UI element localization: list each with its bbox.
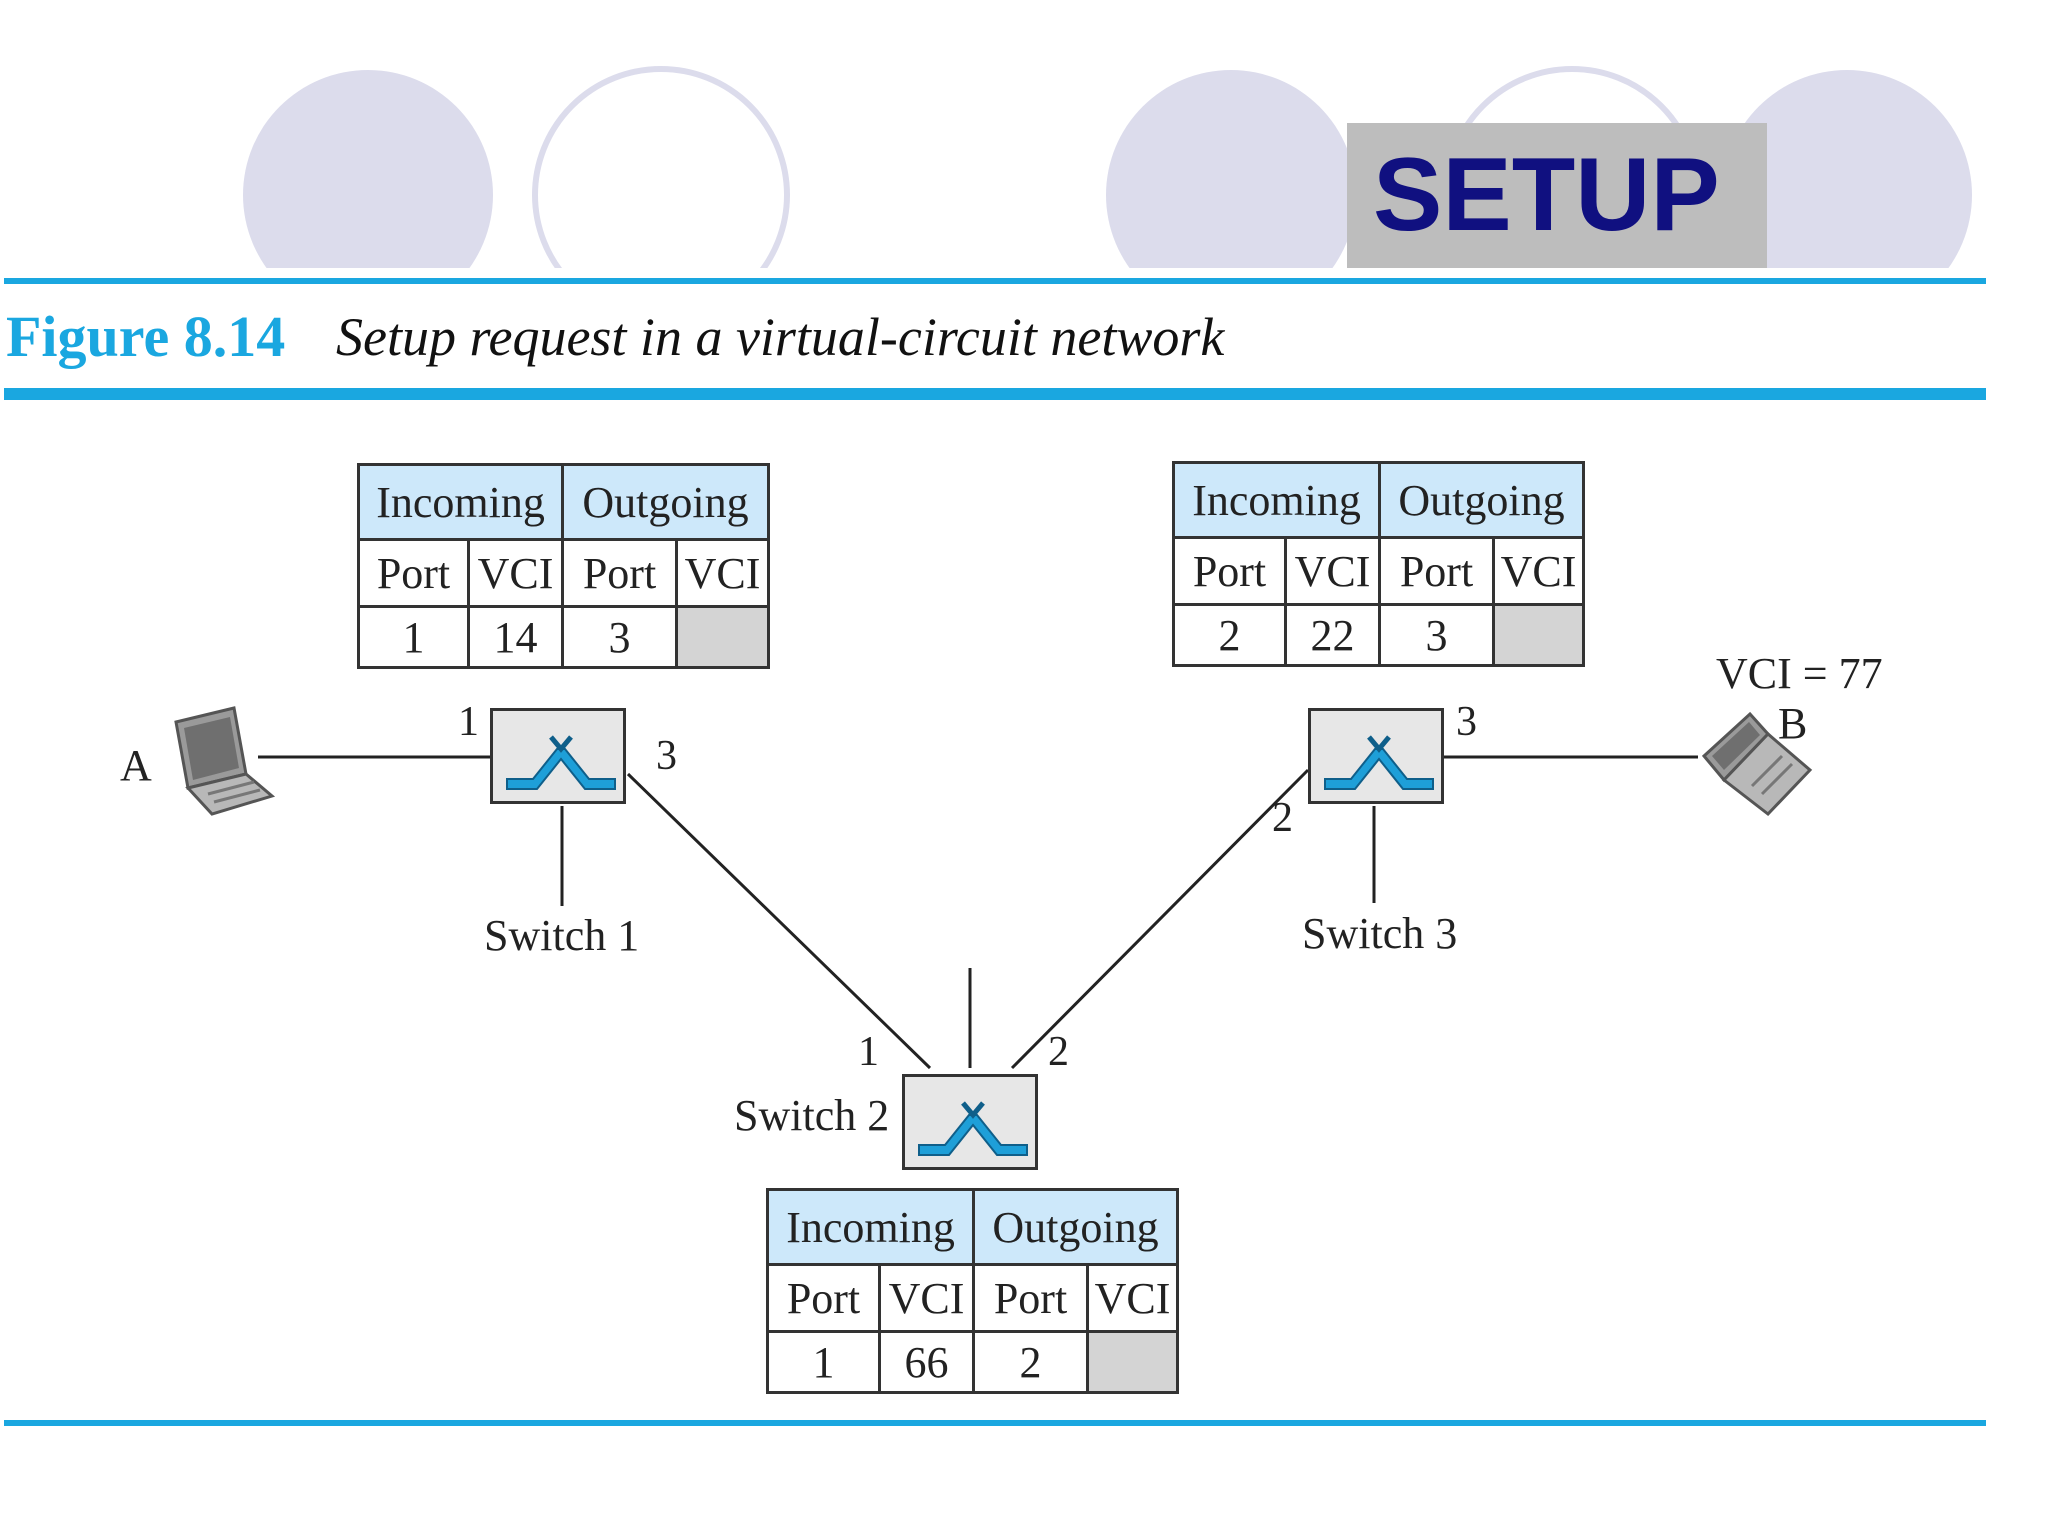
out-vci-empty: [675, 605, 771, 669]
col-in-port: Port: [357, 538, 470, 608]
switch1-port-in: 1: [458, 699, 479, 745]
out-port-value: 3: [561, 605, 679, 669]
switch2-label: Switch 2: [734, 1091, 890, 1140]
col-out-vci: VCI: [1492, 536, 1586, 606]
out-port-value: 3: [1378, 603, 1496, 667]
col-out-port: Port: [1378, 536, 1496, 606]
switch-symbol-icon: [506, 735, 616, 790]
col-out-vci: VCI: [1086, 1263, 1180, 1333]
switch2-port-in: 1: [858, 1029, 879, 1075]
laptop-b-icon: [1701, 711, 1813, 817]
incoming-header: Incoming: [765, 1188, 976, 1266]
caption-rule: [4, 388, 1986, 400]
laptop-a-icon: [174, 706, 276, 816]
figure-caption: Setup request in a virtual-circuit netwo…: [336, 307, 1225, 367]
switch3-port-in: 2: [1272, 795, 1293, 841]
link-switch1-switch2: [626, 772, 932, 1070]
out-port-value: 2: [972, 1330, 1090, 1394]
figure-label: Figure 8.14: [6, 304, 286, 369]
top-rule: [4, 278, 1986, 284]
col-in-vci: VCI: [466, 538, 565, 608]
in-port-value: 1: [766, 1330, 881, 1394]
in-vci-value: 66: [877, 1330, 976, 1394]
host-a-label: A: [120, 741, 152, 790]
host-b-label: B: [1778, 699, 1808, 748]
in-port-value: 2: [1172, 603, 1287, 667]
col-out-vci: VCI: [675, 538, 771, 608]
col-in-vci: VCI: [1283, 536, 1382, 606]
in-vci-value: 22: [1283, 603, 1382, 667]
switch-symbol-icon: [918, 1101, 1028, 1156]
vci-b-label: VCI = 77: [1716, 649, 1883, 698]
incoming-header: Incoming: [356, 463, 565, 541]
col-out-port: Port: [561, 538, 679, 608]
col-in-vci: VCI: [877, 1263, 976, 1333]
col-out-port: Port: [972, 1263, 1090, 1333]
switch1-vc-table: Incoming Outgoing Port VCI Port VCI 1 14…: [356, 463, 771, 669]
switch2-port-out: 2: [1048, 1029, 1069, 1075]
out-vci-empty: [1086, 1330, 1180, 1394]
out-vci-empty: [1492, 603, 1586, 667]
col-in-port: Port: [1172, 536, 1287, 606]
switch2-vc-table: Incoming Outgoing Port VCI Port VCI 1 66…: [765, 1188, 1180, 1394]
switch3-label: Switch 3: [1302, 909, 1458, 958]
incoming-header: Incoming: [1171, 461, 1382, 539]
switch-1: [490, 708, 626, 804]
switch1-port-out: 3: [656, 733, 677, 779]
outgoing-header: Outgoing: [1378, 461, 1586, 539]
switch-2: [902, 1074, 1038, 1170]
outgoing-header: Outgoing: [561, 463, 771, 541]
col-in-port: Port: [766, 1263, 881, 1333]
switch-3: [1308, 708, 1444, 804]
in-vci-value: 14: [466, 605, 565, 669]
outgoing-header: Outgoing: [972, 1188, 1180, 1266]
switch1-label: Switch 1: [484, 911, 640, 960]
switch3-port-out: 3: [1456, 699, 1477, 745]
slide-title: SETUP: [1347, 123, 1767, 268]
switch3-vc-table: Incoming Outgoing Port VCI Port VCI 2 22…: [1171, 461, 1586, 667]
link-switch2-switch3: [1010, 768, 1310, 1070]
bottom-rule: [4, 1420, 1986, 1426]
in-port-value: 1: [357, 605, 470, 669]
switch-symbol-icon: [1324, 735, 1434, 790]
